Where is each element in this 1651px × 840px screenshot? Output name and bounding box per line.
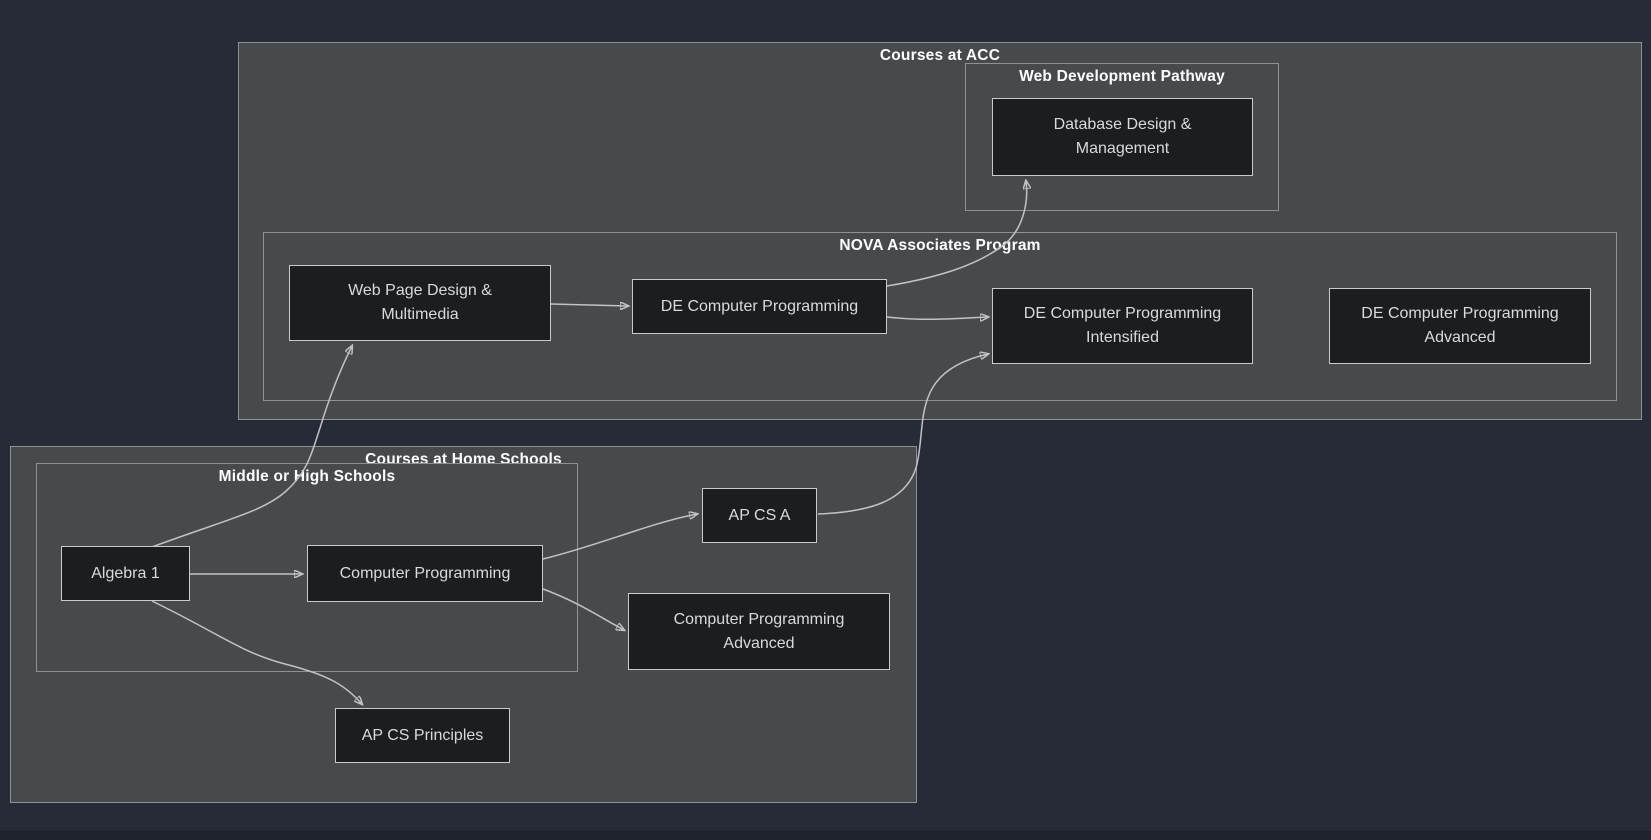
node-database-design-management: Database Design & Management — [992, 98, 1253, 176]
node-ap-cs-principles: AP CS Principles — [335, 708, 510, 763]
node-de-computer-programming-advanced: DE Computer Programming Advanced — [1329, 288, 1591, 364]
group-title-nova-associates-program: NOVA Associates Program — [839, 237, 1041, 254]
node-de-computer-programming: DE Computer Programming — [632, 279, 887, 334]
node-computer-programming-advanced: Computer Programming Advanced — [628, 593, 890, 670]
node-de-computer-programming-intensified: DE Computer Programming Intensified — [992, 288, 1253, 364]
group-title-middle-or-high-schools: Middle or High Schools — [218, 468, 396, 485]
node-computer-programming: Computer Programming — [307, 545, 543, 602]
node-web-page-design-multimedia: Web Page Design & Multimedia — [289, 265, 551, 341]
group-title-courses-at-acc: Courses at ACC — [879, 47, 1001, 64]
group-title-web-development-pathway: Web Development Pathway — [1019, 68, 1225, 85]
node-algebra-1: Algebra 1 — [61, 546, 190, 601]
page-bottom-strip — [0, 831, 1651, 840]
node-ap-cs-a: AP CS A — [702, 488, 817, 543]
